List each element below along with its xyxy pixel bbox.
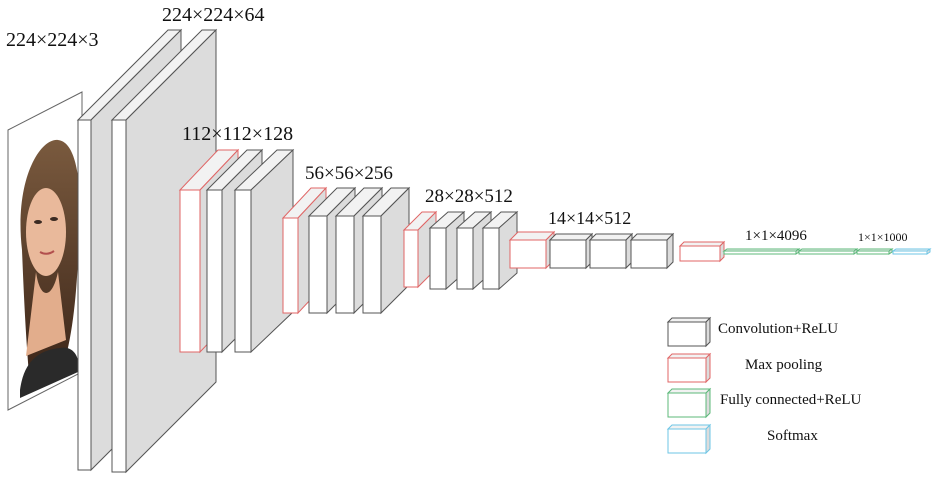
conv4-layer-1-front-face xyxy=(429,227,447,290)
legend-swatch-conv-front-face xyxy=(667,321,707,347)
conv5-layer-1-top-face xyxy=(548,233,594,241)
softmax-layer-front-face xyxy=(892,250,928,255)
legend-swatch-softmax xyxy=(666,423,712,455)
pool4-layer xyxy=(508,230,556,270)
conv1-layer-2-front-face xyxy=(111,119,127,473)
conv1-layer-1-front-face xyxy=(77,119,92,471)
legend-swatch-conv-side-face xyxy=(705,316,711,348)
legend-swatch-softmax-front-face xyxy=(667,428,707,454)
fc-layer-1-front-face xyxy=(723,250,797,255)
conv2-layer-2-front-face xyxy=(234,189,252,353)
conv5-layer-2 xyxy=(588,232,634,270)
conv5-layer-1-front-face xyxy=(549,239,587,269)
conv5-layer-1 xyxy=(548,232,594,270)
pool1-layer-front-face xyxy=(179,189,201,353)
conv4-layer-3 xyxy=(481,210,519,291)
pool4-layer-front-face xyxy=(509,239,547,269)
legend-label-conv: Convolution+ReLU xyxy=(718,321,839,337)
pool2-layer-front-face xyxy=(282,217,299,314)
legend-label-pool: Max pooling xyxy=(745,357,823,373)
legend-label-softmax: Softmax xyxy=(767,428,818,444)
label-input-dims: 224×224×3 xyxy=(6,29,99,51)
legend-swatch-pool-top-face xyxy=(666,353,712,359)
label-conv5-dims: 14×14×512 xyxy=(548,208,632,228)
fc-layer-3 xyxy=(855,248,894,255)
conv3-layer-3-front-face xyxy=(362,215,382,314)
pool3-layer-front-face xyxy=(403,229,419,288)
conv1-layer-2 xyxy=(110,28,218,474)
legend-swatch-fc-top-face xyxy=(666,388,712,394)
legend-swatch-softmax-top-face xyxy=(666,424,712,430)
legend-swatch-pool-side-face xyxy=(705,352,711,384)
conv3-layer-3 xyxy=(361,186,411,315)
conv4-layer-2-front-face xyxy=(456,227,474,290)
conv5-layer-2-front-face xyxy=(589,239,627,269)
legend-swatch-conv-top-face xyxy=(666,317,712,323)
fc-layer-2 xyxy=(797,248,859,255)
conv5-layer-3 xyxy=(629,232,675,270)
label-softmax-dims: 1×1×1000 xyxy=(858,230,908,244)
label-conv2-dims: 112×112×128 xyxy=(182,123,294,145)
label-conv1-dims: 224×224×64 xyxy=(162,4,265,26)
legend-swatch-fc xyxy=(666,387,712,419)
input-face-image xyxy=(7,91,83,411)
conv5-layer-2-top-face xyxy=(588,233,634,241)
fc-layer-1 xyxy=(722,248,801,255)
conv3-layer-2-front-face xyxy=(335,215,355,314)
label-fc-dims: 1×1×4096 xyxy=(745,228,807,244)
pool5-layer-top-face xyxy=(678,241,726,247)
pool5-layer-front-face xyxy=(679,245,721,262)
legend-swatch-pool xyxy=(666,352,712,384)
conv5-layer-3-side-face xyxy=(666,232,674,270)
conv4-layer-3-front-face xyxy=(482,227,500,290)
fc-layer-3-front-face xyxy=(856,250,890,255)
legend-swatch-pool-front-face xyxy=(667,357,707,383)
legend-swatch-fc-front-face xyxy=(667,392,707,418)
pool5-layer xyxy=(678,240,726,263)
fc-layer-2-front-face xyxy=(798,250,855,255)
conv5-layer-3-front-face xyxy=(630,239,668,269)
softmax-layer xyxy=(891,248,932,255)
legend-swatch-fc-side-face xyxy=(705,387,711,419)
legend-swatch-conv xyxy=(666,316,712,348)
conv5-layer-3-top-face xyxy=(629,233,675,241)
conv2-layer-1-front-face xyxy=(206,189,223,353)
conv3-layer-1-front-face xyxy=(308,215,328,314)
label-conv4-dims: 28×28×512 xyxy=(425,186,513,207)
legend-label-fc: Fully connected+ReLU xyxy=(720,392,862,408)
label-conv3-dims: 56×56×256 xyxy=(305,163,393,184)
legend-swatch-softmax-side-face xyxy=(705,423,711,455)
